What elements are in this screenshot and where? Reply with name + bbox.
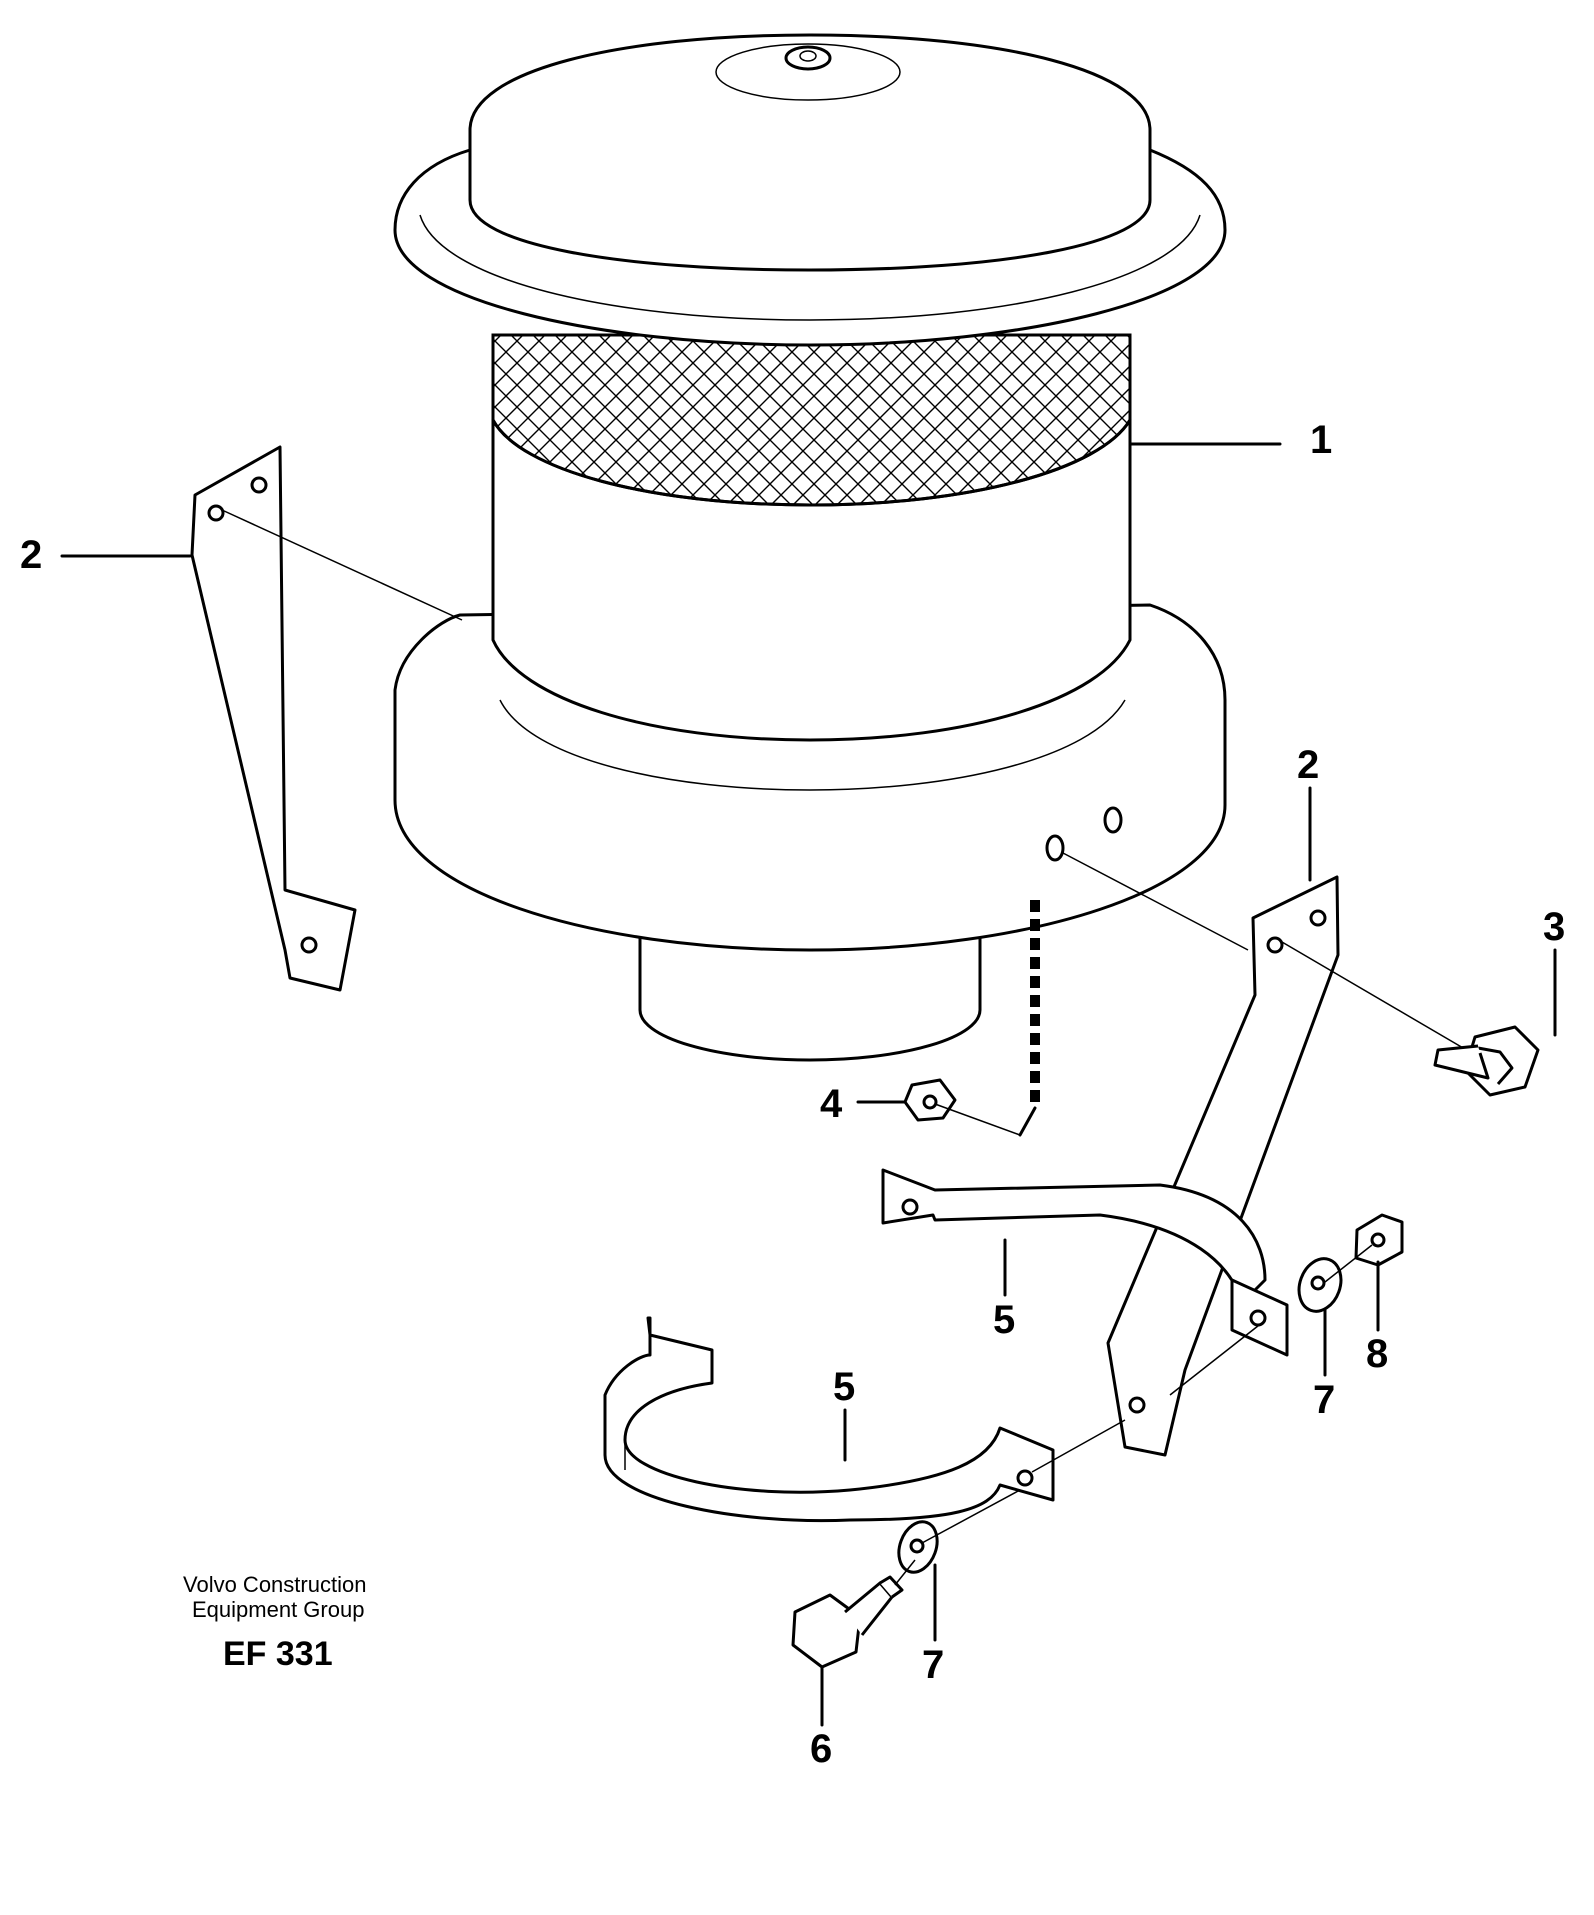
callout-2-right: 2 [1297,743,1319,787]
callout-5-lower: 5 [833,1365,855,1409]
callout-5-upper: 5 [993,1298,1015,1342]
cap-dome [468,33,1152,272]
bracket-right [1062,852,1340,1457]
title-block: Volvo Construction Equipment Group EF 33… [183,1572,366,1673]
bolt-3 [1281,941,1540,1097]
nut-4 [903,1078,1021,1136]
bracket-left [190,445,463,992]
callout-7-lower: 7 [922,1643,944,1687]
leader-lines [60,442,1557,1727]
callout-7-right: 7 [1313,1378,1335,1422]
drawing-code: EF 331 [223,1635,333,1673]
washer-7-right [1297,1257,1343,1313]
clamp-lower [603,1316,1264,1523]
callout-4: 4 [820,1082,843,1126]
callout-6: 6 [810,1727,832,1771]
outlet-pipe [638,928,982,1062]
company-line-2: Equipment Group [192,1597,364,1622]
callout-8: 8 [1366,1332,1388,1376]
air-cleaner [393,33,1227,1137]
washer-7-lower [897,1489,1021,1574]
company-line-1: Volvo Construction [183,1572,366,1597]
callout-labels: 1 2 2 3 4 5 5 6 7 7 8 [20,418,1565,1771]
callout-1: 1 [1310,418,1332,462]
nut-8 [1324,1213,1404,1283]
callout-2-left: 2 [20,533,42,577]
callout-3: 3 [1543,905,1565,949]
bolt-6 [791,1559,916,1669]
